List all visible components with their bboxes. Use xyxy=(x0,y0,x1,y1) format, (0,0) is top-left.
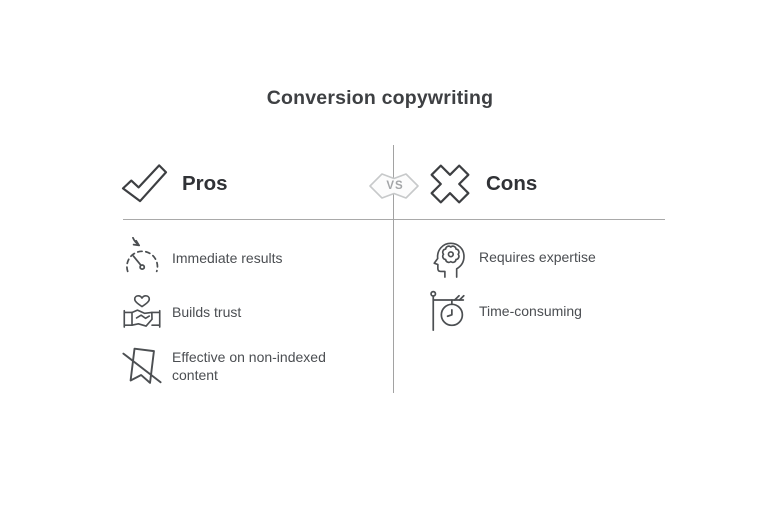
list-item-requires-expertise: Requires expertise xyxy=(428,236,596,278)
pros-heading: Pros xyxy=(182,171,228,195)
list-item-non-indexed-content: Effective on non-indexed content xyxy=(121,345,357,387)
check-icon xyxy=(121,164,168,203)
list-item-builds-trust: Builds trust xyxy=(121,291,241,333)
vertical-divider xyxy=(393,145,394,393)
item-label: Builds trust xyxy=(172,304,242,320)
list-item-time-consuming: Time-consuming xyxy=(428,290,582,332)
list-item-immediate-results: Immediate results xyxy=(121,237,282,279)
head-gear-icon xyxy=(428,236,470,278)
pros-header: Pros xyxy=(120,162,228,205)
hanging-clock-icon xyxy=(428,290,470,332)
cons-header: Cons xyxy=(427,161,537,207)
speedometer-arrow-icon xyxy=(121,237,163,279)
item-label: Effective on non-indexed content xyxy=(172,349,326,383)
handshake-heart-icon xyxy=(121,291,163,333)
vs-label: VS xyxy=(386,180,404,192)
bookmark-slash-icon xyxy=(121,345,163,387)
item-label: Requires expertise xyxy=(479,249,596,265)
horizontal-divider xyxy=(123,219,665,220)
cross-icon xyxy=(430,164,470,204)
cons-heading: Cons xyxy=(486,172,538,195)
vs-arrows-icon xyxy=(369,173,419,199)
item-label: Time-consuming xyxy=(479,303,582,319)
item-label: Immediate results xyxy=(172,250,283,266)
page-title: Conversion copywriting xyxy=(266,87,494,109)
vs-badge: VS xyxy=(367,164,421,208)
